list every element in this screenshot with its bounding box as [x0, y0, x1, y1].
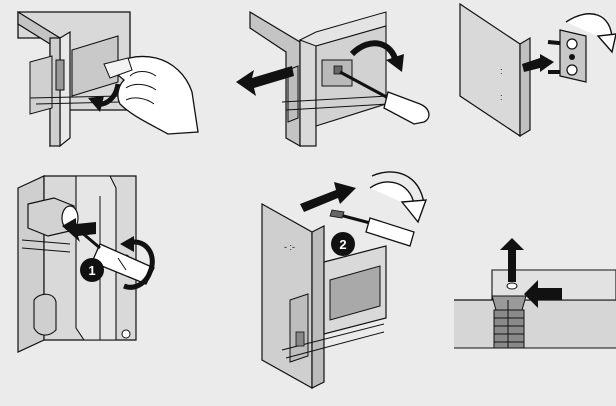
svg-text::: :: [500, 66, 503, 76]
hand-icon: [104, 57, 198, 135]
step-remove-cover: [18, 12, 198, 146]
right-arrow-icon: [300, 182, 356, 212]
svg-text:- :-: - :-: [284, 242, 295, 252]
connector-fitting-icon: [548, 30, 586, 82]
step-attach-fitting: : :: [460, 4, 616, 136]
step-badge: 1: [80, 258, 104, 282]
step-badge-label: 2: [339, 237, 346, 252]
left-arrow-icon: [236, 66, 294, 96]
svg-text::: :: [500, 92, 503, 102]
step-badge-label: 1: [88, 263, 95, 278]
board-cross-section: [454, 270, 616, 348]
rotate-arrow-icon: [370, 172, 426, 222]
step-tighten-screw: - :- 2: [262, 172, 426, 388]
step-pull-out-drawer: [236, 12, 429, 146]
step-badge: 2: [331, 232, 355, 256]
cabinet-side-panel: : :: [460, 4, 530, 136]
step-cam-lock-detail: [454, 238, 616, 348]
step-adjust-front: 1: [18, 176, 154, 352]
